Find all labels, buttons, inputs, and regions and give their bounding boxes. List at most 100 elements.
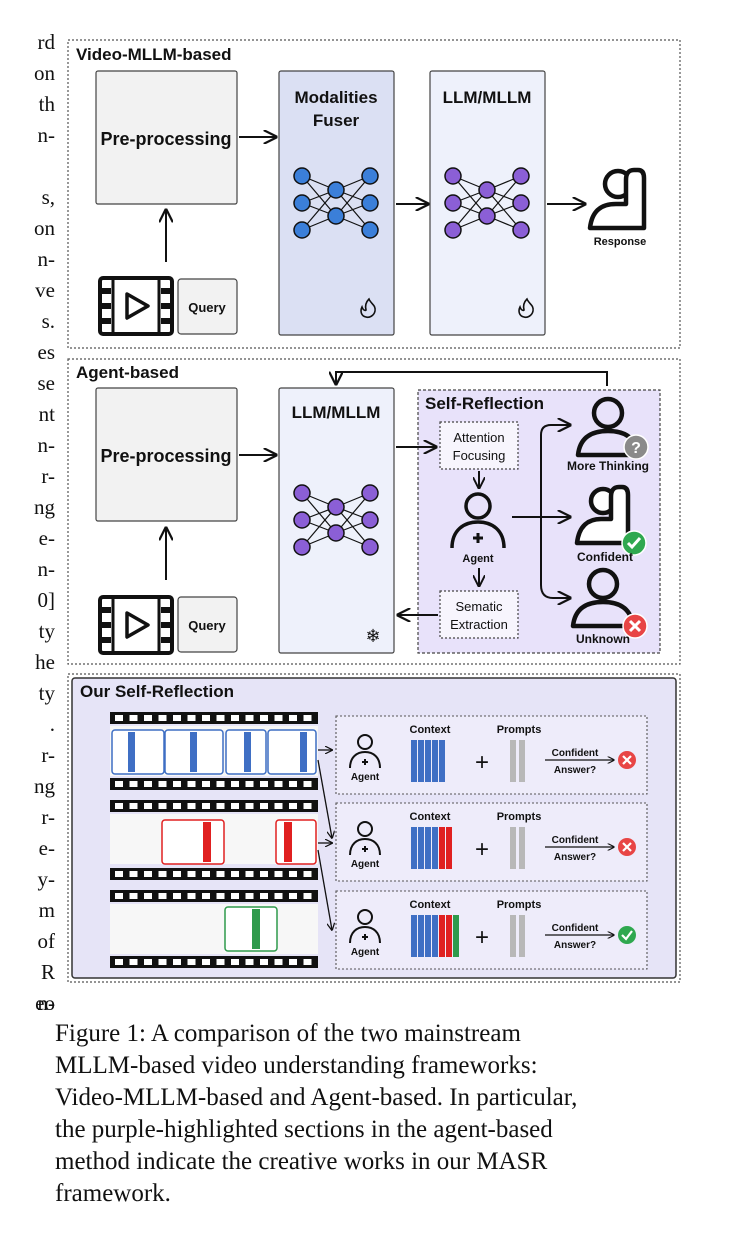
more-thinking-person-icon: ?: [575, 396, 649, 460]
network-node: [361, 221, 379, 239]
network-node: [361, 538, 379, 556]
network-node: [512, 221, 530, 239]
llm-label: LLM/MLLM: [292, 403, 381, 422]
network-node: [327, 524, 345, 542]
context-label: Context: [410, 899, 451, 911]
preprocessing-label: Pre-processing: [100, 446, 231, 466]
section-title-video: Video-MLLM-based: [76, 45, 232, 64]
confident-question: Confident: [552, 835, 599, 846]
network-node: [327, 181, 345, 199]
left-column-line: 0]: [37, 588, 56, 612]
question-mark-icon: ?: [631, 440, 641, 457]
semantic-extraction-box: [439, 590, 519, 639]
video-frame: [267, 729, 317, 775]
section-our-self-reflection: Our Self-Reflection AgentContext+Prompts…: [67, 673, 681, 983]
context-bar: [418, 915, 424, 957]
left-column-line: th: [38, 92, 55, 116]
left-column-line: ng: [34, 495, 55, 519]
outcome-more-thinking: More Thinking: [567, 459, 649, 473]
fuser-label-line1: Modalities: [294, 88, 377, 107]
agent-label: Agent: [351, 772, 380, 783]
network-node: [478, 181, 496, 199]
left-column-line: ty: [38, 619, 55, 643]
prompt-bar: [510, 740, 516, 782]
agent-icon: [450, 492, 506, 549]
video-film-icon: [98, 595, 174, 655]
neural-network-icon: [293, 167, 379, 239]
left-column-line: es: [37, 340, 56, 364]
left-column-line: he: [35, 650, 55, 674]
network-node: [361, 511, 379, 529]
network-node: [444, 221, 462, 239]
agent-icon: [349, 909, 381, 944]
answer-question: Answer?: [554, 765, 596, 776]
network-node: [293, 194, 311, 212]
context-bar: [425, 915, 431, 957]
left-column-line: se: [37, 371, 56, 395]
network-node: [478, 207, 496, 225]
prompt-bar: [519, 915, 525, 957]
context-bar: [432, 915, 438, 957]
confident-person-icon: [574, 484, 647, 556]
left-column-line: y-: [37, 867, 56, 891]
attention-focusing-box: [439, 421, 519, 470]
plus-icon: +: [475, 924, 489, 951]
context-bar: [425, 740, 431, 782]
figure-caption: Figure 1: A comparison of the two mainst…: [55, 1018, 745, 1210]
plus-icon: +: [475, 749, 489, 776]
snowflake-icon: ❄: [365, 626, 380, 646]
left-column-line: rd: [37, 30, 56, 54]
outcome-unknown: Unknown: [576, 632, 630, 646]
flame-icon: [518, 297, 534, 319]
left-column-line: nt: [38, 402, 55, 426]
modalities-fuser-box: [278, 70, 395, 336]
confident-question: Confident: [552, 923, 599, 934]
llm-label: LLM/MLLM: [443, 88, 532, 107]
prompts-label: Prompts: [497, 724, 542, 736]
query-box: [177, 596, 238, 653]
extraction-line1: Sematic: [456, 599, 503, 614]
preprocessing-label: Pre-processing: [100, 129, 231, 149]
agent-label: Agent: [351, 859, 380, 870]
left-column-line: .: [49, 712, 55, 736]
left-column-line: r-: [41, 464, 55, 488]
network-node: [293, 221, 311, 239]
context-bar: [432, 740, 438, 782]
agent-label: Agent: [351, 947, 380, 958]
attention-line2: Focusing: [453, 448, 506, 463]
preprocessing-box: [95, 387, 238, 522]
llm-box: [278, 387, 395, 654]
network-node: [444, 167, 462, 185]
left-column-line: of: [37, 929, 56, 953]
agent-label: Agent: [462, 553, 494, 565]
agent-icon: [349, 821, 381, 856]
neural-network-icon: [444, 167, 530, 239]
context-bar: [425, 827, 431, 869]
response-person-icon: [587, 167, 647, 231]
outcome-confident: Confident: [577, 550, 633, 564]
query-label: Query: [188, 618, 226, 633]
extraction-line2: Extraction: [450, 617, 508, 632]
video-frame: [275, 819, 317, 865]
network-node: [293, 484, 311, 502]
llm-box: [429, 70, 546, 336]
unknown-person-icon: [570, 567, 648, 639]
caption-line: framework.: [55, 1180, 171, 1207]
left-column-line: on: [34, 61, 55, 85]
network-node: [512, 167, 530, 185]
query-box: [177, 278, 238, 335]
context-bar: [418, 827, 424, 869]
check-icon: [618, 926, 636, 944]
confident-question: Confident: [552, 748, 599, 759]
network-node: [293, 167, 311, 185]
left-column-line: n-: [37, 557, 56, 581]
context-bar: [439, 827, 445, 869]
network-node: [327, 207, 345, 225]
response-label: Response: [594, 236, 647, 248]
left-column-line: ve: [35, 278, 55, 302]
left-column-line: m: [38, 898, 55, 922]
preprocessing-box: [95, 70, 238, 205]
